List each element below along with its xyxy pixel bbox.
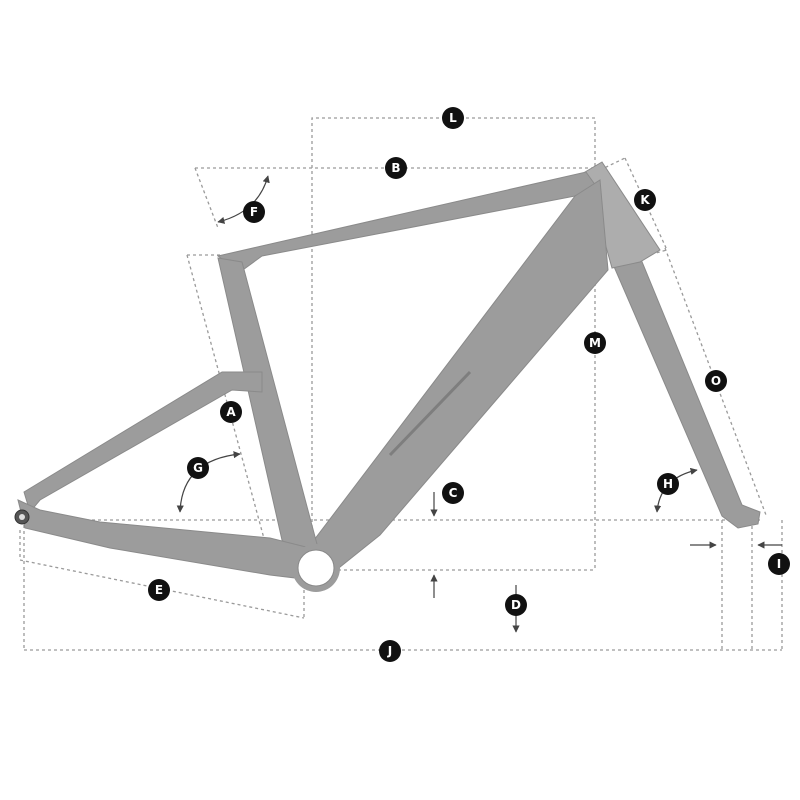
- label-h-text: H: [663, 477, 673, 491]
- label-d-text: D: [511, 598, 521, 612]
- label-f-circle: [243, 201, 265, 223]
- down-tube: [307, 179, 609, 576]
- label-i: I: [768, 553, 790, 575]
- label-b: B: [385, 157, 407, 179]
- label-k-circle: [634, 189, 656, 211]
- bottom-bracket-shell: [297, 549, 335, 587]
- label-l-text: L: [449, 111, 457, 125]
- label-i-text: I: [777, 557, 781, 571]
- label-f: F: [243, 201, 265, 223]
- head-tube: [584, 161, 661, 269]
- label-d-circle: [505, 594, 527, 616]
- label-k-text: K: [640, 193, 650, 207]
- label-i-circle: [768, 553, 790, 575]
- label-c-text: C: [449, 486, 458, 500]
- label-g: G: [187, 457, 209, 479]
- label-l: L: [442, 107, 464, 129]
- fork: [611, 251, 761, 529]
- label-o-circle: [705, 370, 727, 392]
- label-m-circle: [584, 332, 606, 354]
- label-o-text: O: [711, 374, 721, 388]
- label-e-circle: [148, 579, 170, 601]
- label-j-text: J: [387, 644, 392, 658]
- label-o: O: [705, 370, 727, 392]
- label-g-text: G: [193, 461, 203, 475]
- dimension-labels: L B F K M O A G: [148, 107, 790, 662]
- label-c-circle: [442, 482, 464, 504]
- label-b-circle: [385, 157, 407, 179]
- label-e-text: E: [155, 583, 163, 597]
- label-b-text: B: [391, 161, 400, 175]
- label-f-text: F: [250, 205, 258, 219]
- label-e: E: [148, 579, 170, 601]
- dimension-k-top: [599, 157, 626, 171]
- label-a-circle: [220, 401, 242, 423]
- label-a-text: A: [226, 405, 236, 419]
- label-h-circle: [657, 473, 679, 495]
- label-m-text: M: [589, 336, 601, 350]
- bike-frame: [14, 161, 761, 592]
- rear-axle: [19, 514, 25, 520]
- label-k: K: [634, 189, 656, 211]
- down-tube-cable-port: [388, 370, 472, 457]
- seat-stay: [23, 371, 263, 514]
- label-a: A: [220, 401, 242, 423]
- label-g-circle: [187, 457, 209, 479]
- label-l-circle: [442, 107, 464, 129]
- dimension-b-end: [194, 167, 219, 229]
- label-j-circle: [379, 640, 401, 662]
- label-m: M: [584, 332, 606, 354]
- label-h: H: [657, 473, 679, 495]
- label-c: C: [442, 482, 464, 504]
- label-j: J: [379, 640, 401, 662]
- label-d: D: [505, 594, 527, 616]
